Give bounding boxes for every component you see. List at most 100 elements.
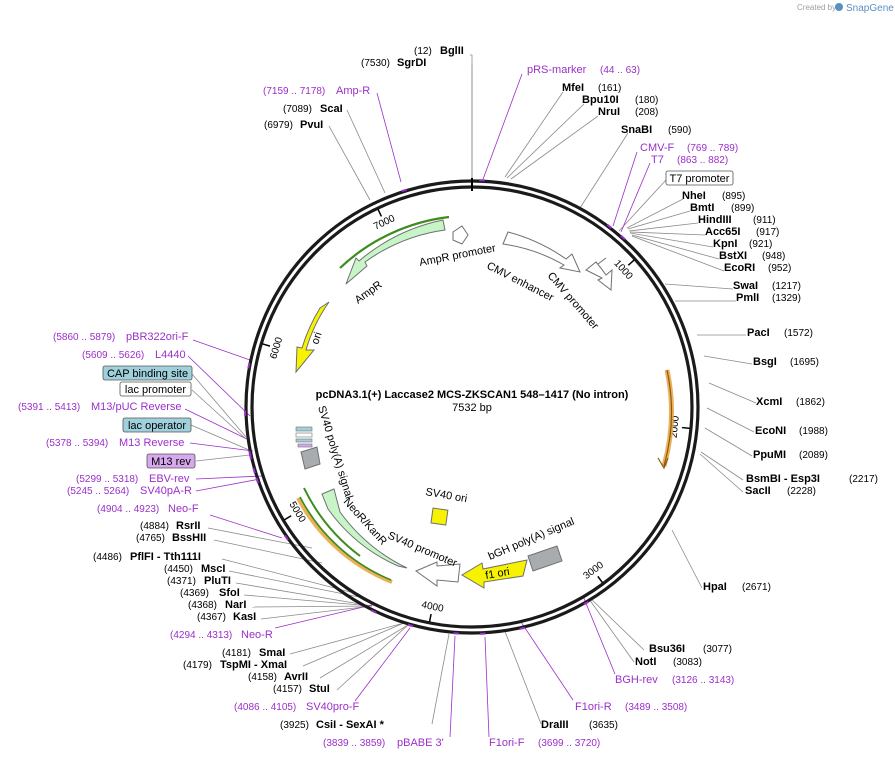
primer-label[interactable]: (7159 .. 7178)Amp-R xyxy=(263,85,370,97)
m13rev-mark xyxy=(297,443,313,448)
enzyme-label[interactable]: DraIII(3635) xyxy=(541,719,618,731)
svg-text:(2671): (2671) xyxy=(742,582,771,593)
primer-label[interactable]: F1ori-R(3489 .. 3508) xyxy=(575,701,687,713)
enzyme-label[interactable]: SwaI(1217) xyxy=(733,280,801,292)
primer-label[interactable]: BGH-rev(3126 .. 3143) xyxy=(615,674,734,686)
primer-label[interactable]: (5299 .. 5318)EBV-rev xyxy=(76,473,190,485)
svg-text:(5245 .. 5264): (5245 .. 5264) xyxy=(67,486,129,497)
ori-arrow[interactable] xyxy=(295,301,330,374)
enzyme-label[interactable]: BstXI(948) xyxy=(719,250,785,262)
primer-label[interactable]: pRS-marker(44 .. 63) xyxy=(527,64,640,76)
enzyme-label[interactable]: Bpu10I(180) xyxy=(582,94,658,106)
sv40-polya-box[interactable] xyxy=(300,446,321,470)
primer-label[interactable]: (3839 .. 3859)pBABE 3' xyxy=(323,737,444,749)
cmv-join-mark xyxy=(597,257,607,265)
enzyme-label[interactable]: (4368)NarI xyxy=(188,599,246,611)
enzyme-label[interactable]: NruI(208) xyxy=(598,106,658,118)
ampr-promoter-arrow[interactable] xyxy=(452,225,469,245)
t7-promoter-box[interactable]: T7 promoter xyxy=(665,170,734,186)
sv40-promoter-arrow[interactable] xyxy=(414,561,461,587)
enzyme-labels: (12)BglII (7530)SgrDI MfeI(161) Bpu10I(1… xyxy=(93,45,878,731)
svg-text:(911): (911) xyxy=(753,215,776,226)
sv40-ori-box[interactable] xyxy=(430,507,449,526)
enzyme-label[interactable]: NotI(3083) xyxy=(635,656,702,668)
enzyme-label[interactable]: (4181)SmaI xyxy=(222,647,285,659)
primer-label[interactable]: F1ori-F(3699 .. 3720) xyxy=(489,737,600,749)
enzyme-label[interactable]: (12)BglII xyxy=(414,45,464,57)
bgh-polya-box[interactable] xyxy=(527,545,563,572)
svg-text:StuI: StuI xyxy=(309,683,330,695)
enzyme-label[interactable]: EcoNI(1988) xyxy=(755,425,828,437)
sv40-polya-label: SV40 poly(A) signal xyxy=(315,404,355,500)
lac-promoter-box[interactable]: lac promoter xyxy=(119,381,192,397)
enzyme-label[interactable]: PpuMI(2089) xyxy=(753,449,828,461)
enzyme-label[interactable]: (4884)RsrII xyxy=(140,520,200,532)
enzyme-label[interactable]: PmlI(1329) xyxy=(736,292,801,304)
enzyme-label[interactable]: (4371)PluTI xyxy=(167,575,231,587)
enzyme-label[interactable]: BsmBI - Esp3I(2217) xyxy=(746,473,878,485)
ori-label: ori xyxy=(309,331,324,346)
feature-boxes: T7 promoter CAP binding site lac promote… xyxy=(102,170,734,469)
cmv-promoter-arrow[interactable] xyxy=(585,261,613,291)
primer-label[interactable]: CMV-F(769 .. 789) xyxy=(640,142,738,154)
svg-text:RsrII: RsrII xyxy=(176,520,200,532)
enzyme-label[interactable]: KpnI(921) xyxy=(713,238,772,250)
enzyme-label[interactable]: HpaI(2671) xyxy=(703,581,771,593)
enzyme-label[interactable]: BsgI(1695) xyxy=(753,356,819,368)
enzyme-label[interactable]: (4450)MscI xyxy=(164,563,225,575)
plasmid-name: pcDNA3.1(+) Laccase2 MCS-ZKSCAN1 548–141… xyxy=(316,389,629,401)
svg-text:(7089): (7089) xyxy=(283,104,312,115)
enzyme-label[interactable]: BmtI(899) xyxy=(690,202,754,214)
primer-label[interactable]: (4294 .. 4313)Neo-R xyxy=(170,629,273,641)
enzyme-label[interactable]: HindIII(911) xyxy=(698,214,776,226)
enzyme-label[interactable]: (4486)PflFI - Tth111I xyxy=(93,551,201,563)
svg-text:(7530): (7530) xyxy=(361,58,390,69)
svg-text:(7159 .. 7178): (7159 .. 7178) xyxy=(263,86,325,97)
primer-label[interactable]: (4904 .. 4923)Neo-F xyxy=(97,503,199,515)
neor-arrow[interactable] xyxy=(321,488,408,569)
enzyme-label[interactable]: (4157)StuI xyxy=(273,683,330,695)
enzyme-label[interactable]: (7530)SgrDI xyxy=(361,57,426,69)
svg-text:CAP binding site: CAP binding site xyxy=(107,368,188,380)
lac-operator-box[interactable]: lac operator xyxy=(122,417,192,433)
enzyme-label[interactable]: (6979)PvuI xyxy=(264,119,323,131)
enzyme-label[interactable]: NheI(895) xyxy=(682,190,745,202)
svg-text:pBABE 3': pBABE 3' xyxy=(397,737,444,749)
enzyme-label[interactable]: (7089)ScaI xyxy=(283,103,343,115)
primer-label[interactable]: (4086 .. 4105)SV40pro-F xyxy=(234,701,359,713)
enzyme-label[interactable]: XcmI(1862) xyxy=(756,396,825,408)
enzyme-label[interactable]: EcoRI(952) xyxy=(724,262,791,274)
enzyme-label[interactable]: (4179)TspMI - XmaI xyxy=(183,659,287,671)
cap-binding-site-box[interactable]: CAP binding site xyxy=(102,365,193,381)
primer-label[interactable]: T7(863 .. 882) xyxy=(651,154,728,166)
cmv-enhancer-arrow[interactable] xyxy=(502,231,581,273)
primer-label[interactable]: (5860 .. 5879)pBR322ori-F xyxy=(53,331,189,343)
svg-text:(863 .. 882): (863 .. 882) xyxy=(677,155,728,166)
enzyme-label[interactable]: SacII(2228) xyxy=(745,485,816,497)
enzyme-label[interactable]: (4367)KasI xyxy=(197,611,256,623)
enzyme-label[interactable]: (3925)CsiI - SexAI * xyxy=(280,719,385,731)
svg-text:T7 promoter: T7 promoter xyxy=(670,173,730,185)
ampr-arrow[interactable] xyxy=(345,219,446,285)
enzyme-label[interactable]: MfeI(161) xyxy=(562,82,621,94)
credit-text: Created by xyxy=(797,3,836,12)
enzyme-label[interactable]: SnaBI(590) xyxy=(621,124,691,136)
enzyme-label[interactable]: (4369)SfoI xyxy=(180,587,240,599)
primer-mark xyxy=(255,477,260,484)
f1-ori-label: f1 ori xyxy=(484,566,510,582)
enzyme-label[interactable]: PacI(1572) xyxy=(747,327,813,339)
primer-label[interactable]: (5609 .. 5626)L4440 xyxy=(82,349,186,361)
svg-text:(590): (590) xyxy=(668,125,691,136)
svg-text:Bsu36I: Bsu36I xyxy=(649,643,685,655)
enzyme-label[interactable]: (4765)BssHII xyxy=(136,532,206,544)
primer-label[interactable]: (5391 .. 5413)M13/pUC Reverse xyxy=(18,401,181,413)
svg-text:MscI: MscI xyxy=(201,563,225,575)
primer-label[interactable]: (5245 .. 5264)SV40pA-R xyxy=(67,485,192,497)
f1-ori-arrow[interactable] xyxy=(461,559,528,589)
primer-label[interactable]: (5378 .. 5394)M13 Reverse xyxy=(46,437,184,449)
m13-rev-box[interactable]: M13 rev xyxy=(146,453,196,469)
enzyme-label[interactable]: Bsu36I(3077) xyxy=(649,643,732,655)
enzyme-label[interactable]: Acc65I(917) xyxy=(705,226,779,238)
enzyme-label[interactable]: (4158)AvrII xyxy=(248,671,308,683)
svg-text:F1ori-F: F1ori-F xyxy=(489,737,525,749)
